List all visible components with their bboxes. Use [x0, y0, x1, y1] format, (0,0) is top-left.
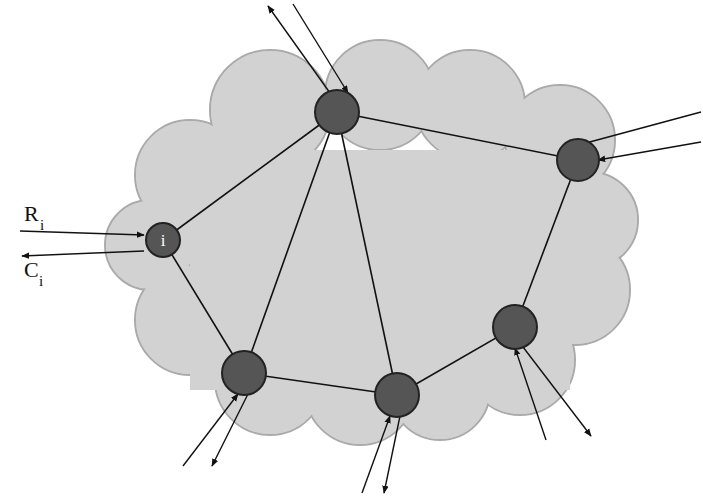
- flow-symbol: R: [24, 203, 39, 225]
- traffic-arrows: [20, 4, 701, 493]
- network-links: [163, 112, 578, 395]
- cloud-outline: [105, 40, 638, 445]
- node-label: i: [161, 232, 166, 249]
- cloud-fill: [106, 41, 637, 444]
- router-nodes: [222, 90, 599, 417]
- router-node: i: [145, 222, 181, 258]
- flow-subscript: i: [39, 274, 43, 289]
- flow-subscript: i: [40, 218, 44, 233]
- flow-symbol: C: [24, 259, 39, 281]
